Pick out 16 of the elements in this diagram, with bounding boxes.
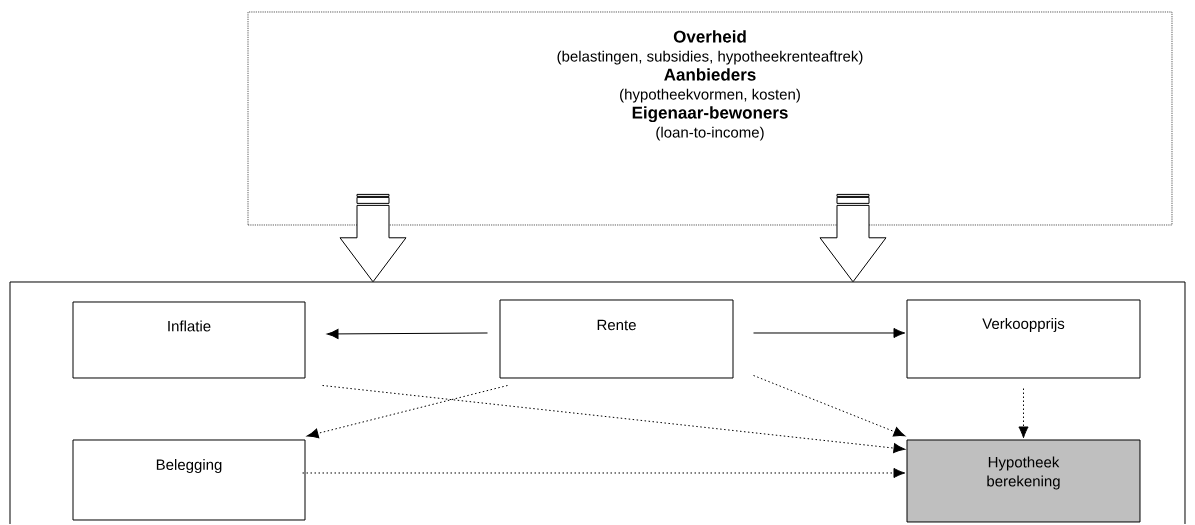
frame-box — [9, 281, 1186, 525]
process-box: Inflatie — [72, 301, 306, 379]
arrow — [1018, 388, 1029, 439]
process-box: Verkoopprijs — [906, 299, 1141, 379]
block-arrow — [819, 193, 887, 283]
block-arrow — [339, 193, 407, 283]
arrow — [306, 385, 508, 439]
process-box: Rente — [499, 299, 734, 379]
process-box: Belegging — [72, 439, 306, 521]
factor-box: Overheid (belastingen, subsidies, hypotheekrenteaftrek) Aanbieders (hypotheekvormen, kosten) Eigenaar-bewoners (loan-to-income) — [247, 11, 1173, 226]
arrow — [302, 467, 906, 479]
arrow — [753, 375, 906, 437]
arrow — [326, 328, 488, 339]
arrow — [322, 385, 906, 454]
process-box: Hypotheek berekening — [906, 439, 1141, 523]
arrow — [753, 327, 906, 339]
